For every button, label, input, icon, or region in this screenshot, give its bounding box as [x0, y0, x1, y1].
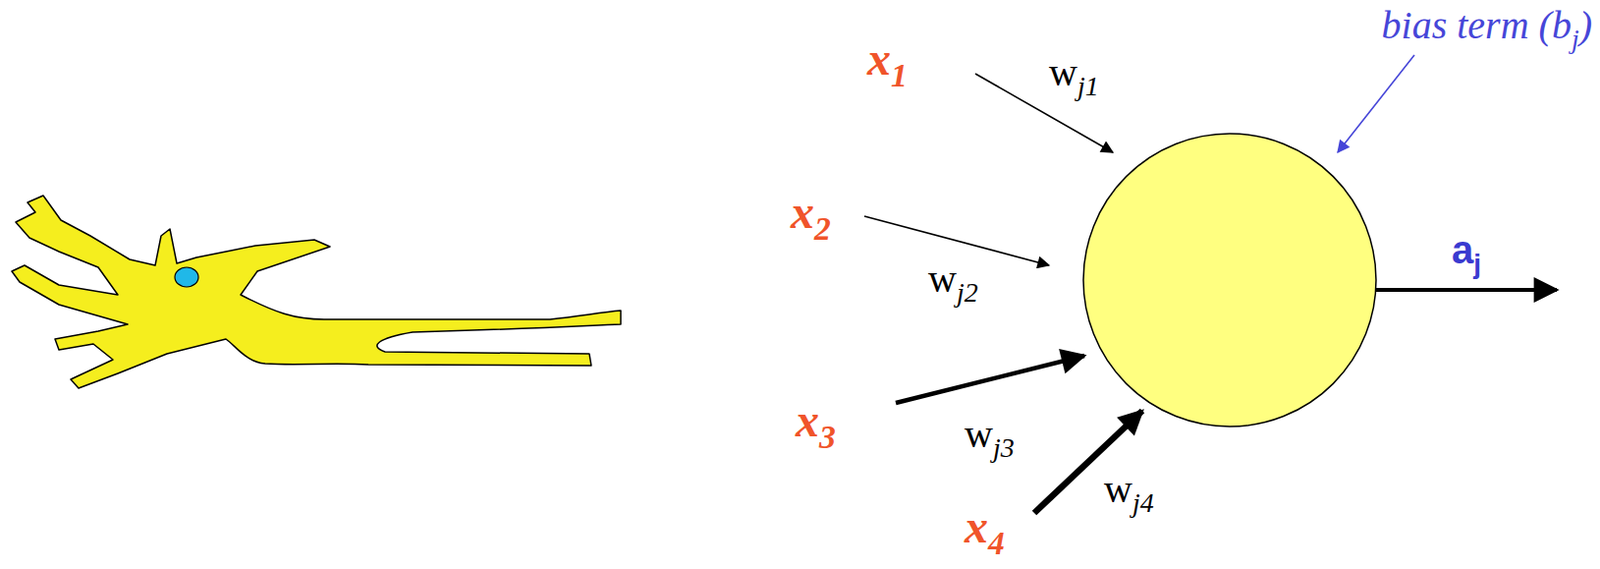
subscript: 2 [814, 210, 831, 247]
text-part: ) [1579, 2, 1593, 48]
subscript: 1 [890, 56, 908, 94]
input-label: x1 [867, 33, 908, 86]
text-part: w [1103, 466, 1133, 511]
input-arrow [864, 216, 1049, 266]
text-part: x [790, 185, 815, 238]
subscript: j [1473, 248, 1482, 279]
weight-label: wj4 [1103, 467, 1155, 511]
neuron-unit [1083, 133, 1377, 427]
input-label: x2 [790, 186, 831, 239]
subscript: 3 [819, 418, 836, 455]
text-part: w [928, 256, 957, 301]
bias-label: bias term (bj) [1381, 3, 1593, 48]
leader-line [1337, 55, 1415, 153]
weight-label: wj2 [928, 257, 979, 301]
subscript: j [1571, 23, 1580, 55]
subscript: j4 [1132, 487, 1155, 518]
input-arrow [895, 355, 1085, 403]
text-part: bias term (b [1381, 2, 1572, 48]
text-part: w [1048, 50, 1078, 95]
input-label: x4 [964, 500, 1005, 553]
cell-nucleus [174, 267, 199, 287]
text-part: x [795, 393, 820, 446]
text-part: x [867, 32, 891, 85]
subscript: 4 [988, 524, 1005, 561]
text-part: a [1451, 227, 1474, 272]
neuron-cell [11, 195, 621, 388]
neuron-illustration [11, 195, 621, 388]
output-label: aj [1451, 227, 1482, 272]
text-part: w [964, 411, 994, 456]
output-arrow [1376, 287, 1557, 292]
subscript: j1 [1077, 70, 1100, 102]
weight-label: wj1 [1048, 51, 1100, 95]
subscript: j2 [956, 276, 979, 308]
input-label: x3 [795, 394, 836, 447]
input-arrow [1034, 410, 1143, 513]
weight-label: wj3 [964, 412, 1015, 456]
subscript: j3 [993, 432, 1015, 463]
text-part: x [964, 499, 989, 552]
